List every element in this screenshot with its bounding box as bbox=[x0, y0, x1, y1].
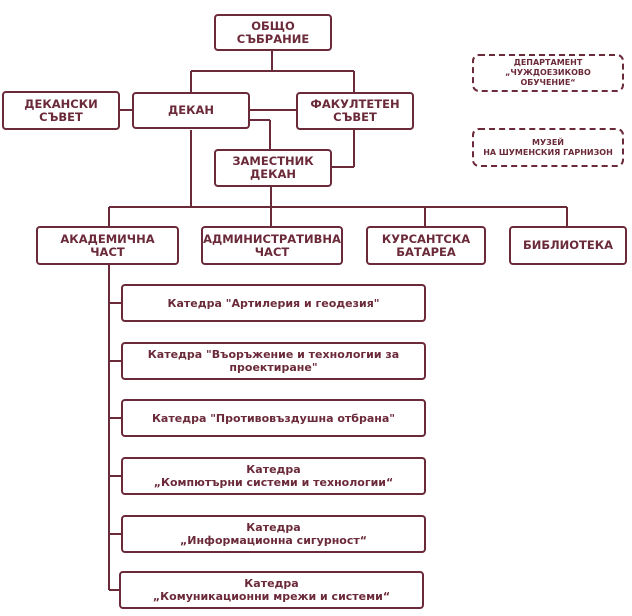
foreign-language-department-node: ДЕПАРТАМЕНТ „ЧУЖДОЕЗИКОВО ОБУЧЕНИЕ“ bbox=[472, 54, 624, 92]
deans-council-node: ДЕКАНСКИ СЪВЕТ bbox=[2, 91, 120, 130]
academic-part-label: АКАДЕМИЧНА ЧАСТ bbox=[60, 231, 155, 259]
department-label: Катедра „Компютърни системи и технологии… bbox=[153, 463, 394, 489]
faculty-council-node: ФАКУЛТЕТЕН СЪВЕТ bbox=[296, 92, 414, 130]
department-node: Катедра "Въоръжение и технологии за прое… bbox=[121, 342, 426, 380]
foreign-language-department-label: ДЕПАРТАМЕНТ „ЧУЖДОЕЗИКОВО ОБУЧЕНИЕ“ bbox=[505, 58, 591, 87]
department-node: Катедра „Информационна сигурност“ bbox=[121, 515, 426, 553]
department-label: Катедра „Комуникационни мрежи и системи“ bbox=[152, 577, 391, 603]
academic-part-node: АКАДЕМИЧНА ЧАСТ bbox=[36, 226, 179, 265]
department-label: Катедра "Въоръжение и технологии за прое… bbox=[147, 348, 400, 374]
cadet-battery-node: КУРСАНТСКА БАТАРЕА bbox=[366, 226, 486, 265]
department-node: Катедра "Противовъздушна отбрана" bbox=[121, 399, 426, 437]
general-assembly-label: ОБЩО СЪБРАНИЕ bbox=[236, 18, 310, 46]
administrative-part-node: АДМИНИСТРАТИВНА ЧАСТ bbox=[201, 226, 343, 265]
department-node: Катедра „Комуникационни мрежи и системи“ bbox=[119, 571, 424, 609]
library-node: БИБЛИОТЕКА bbox=[509, 226, 627, 265]
department-node: Катедра „Компютърни системи и технологии… bbox=[121, 457, 426, 495]
department-label: Катедра "Артилерия и геодезия" bbox=[167, 296, 380, 310]
department-node: Катедра "Артилерия и геодезия" bbox=[121, 284, 426, 322]
shumen-garrison-museum-label: МУЗЕЙ НА ШУМЕНСКИЯ ГАРНИЗОН bbox=[483, 137, 613, 157]
department-label: Катедра „Информационна сигурност“ bbox=[180, 521, 367, 547]
cadet-battery-label: КУРСАНТСКА БАТАРЕА bbox=[381, 231, 471, 259]
faculty-council-label: ФАКУЛТЕТЕН СЪВЕТ bbox=[310, 97, 400, 124]
administrative-part-label: АДМИНИСТРАТИВНА ЧАСТ bbox=[203, 231, 341, 259]
deputy-dean-node: ЗАМЕСТНИК ДЕКАН bbox=[214, 149, 332, 187]
library-label: БИБЛИОТЕКА bbox=[522, 238, 614, 252]
general-assembly-node: ОБЩО СЪБРАНИЕ bbox=[214, 14, 332, 51]
dean-node: ДЕКАН bbox=[132, 92, 250, 129]
shumen-garrison-museum-node: МУЗЕЙ НА ШУМЕНСКИЯ ГАРНИЗОН bbox=[472, 128, 624, 167]
deans-council-label: ДЕКАНСКИ СЪВЕТ bbox=[24, 96, 98, 124]
dean-label: ДЕКАН bbox=[167, 103, 215, 117]
department-label: Катедра "Противовъздушна отбрана" bbox=[151, 411, 396, 425]
deputy-dean-label: ЗАМЕСТНИК ДЕКАН bbox=[232, 154, 314, 181]
